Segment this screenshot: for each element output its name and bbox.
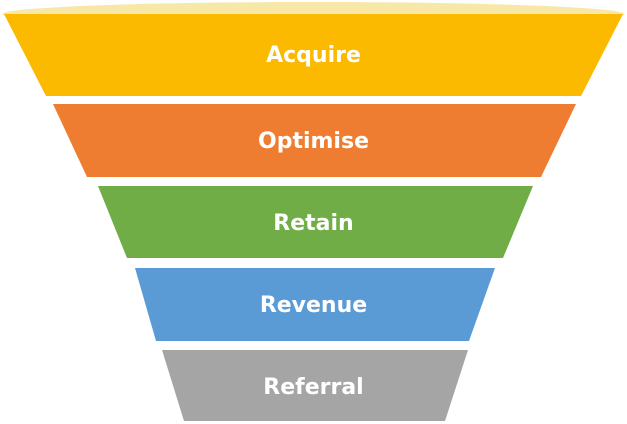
stage-referral-label: Referral [263,375,363,400]
stage-optimise-label: Optimise [258,129,369,154]
funnel-stage-optimise: Optimise [53,104,576,177]
stage-retain-shape [98,186,533,258]
stage-retain-label: Retain [273,211,353,236]
stage-acquire-label: Acquire [266,43,361,68]
stage-revenue-label: Revenue [260,293,367,318]
stage-optimise-shape [53,104,576,177]
stage-referral-shape [162,350,468,421]
funnel-stage-retain: Retain [98,186,533,258]
funnel-stage-revenue: Revenue [135,268,495,341]
funnel-stage-referral: Referral [162,350,468,421]
stage-acquire-shape [4,14,623,96]
funnel-stage-acquire: Acquire [4,14,623,96]
stage-revenue-shape [135,268,495,341]
